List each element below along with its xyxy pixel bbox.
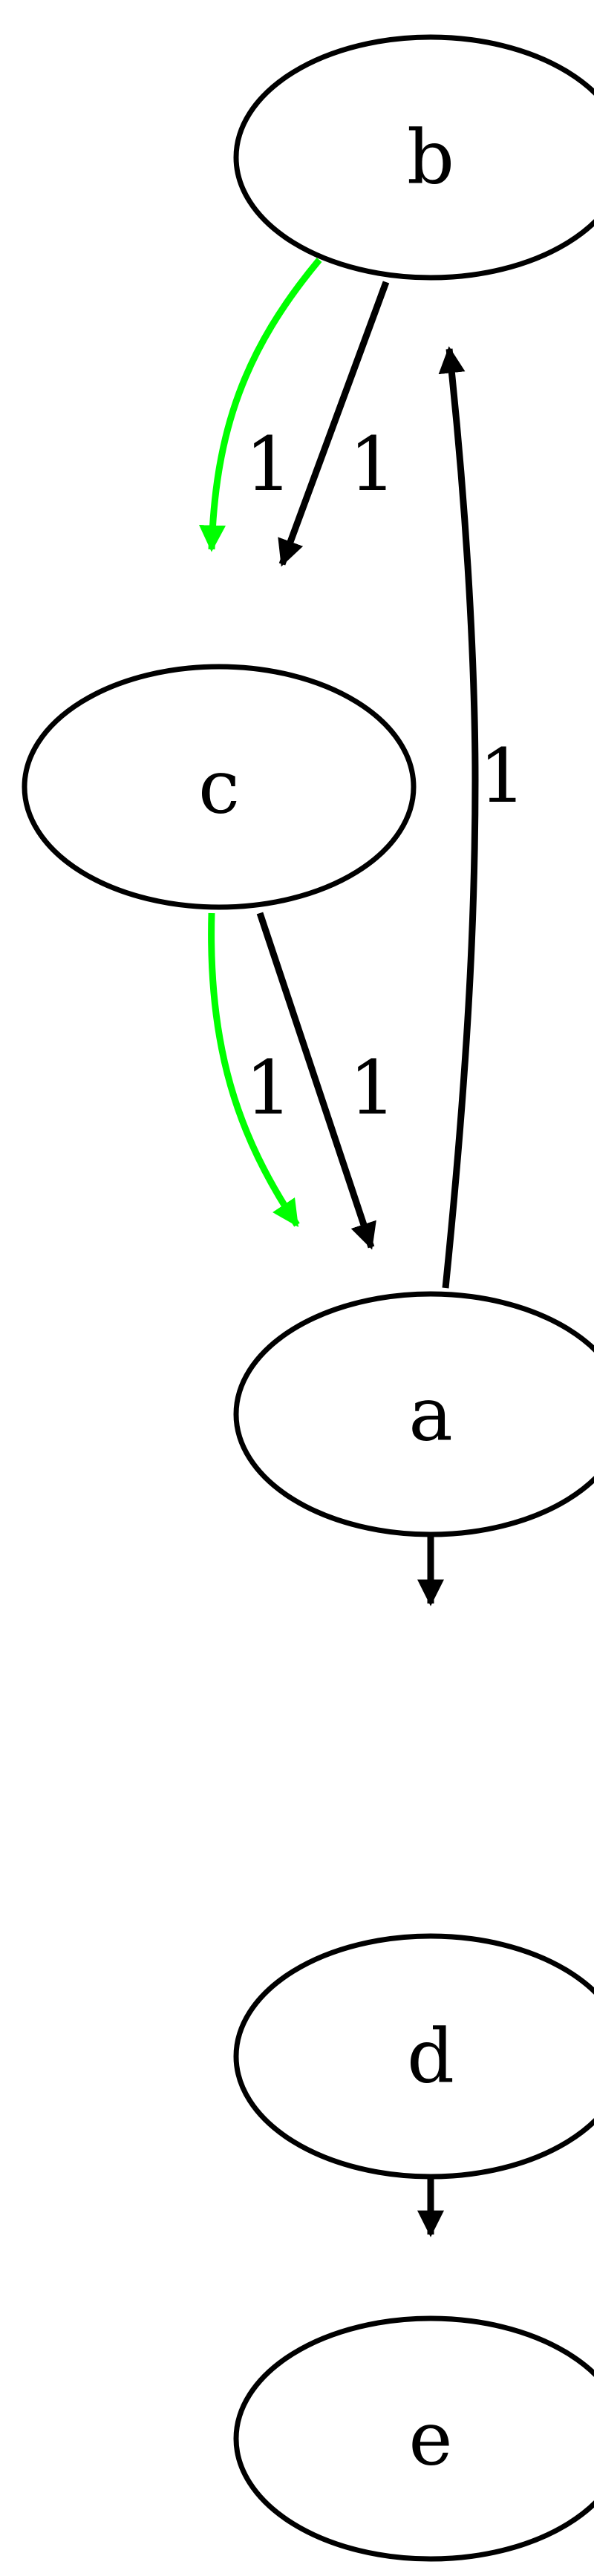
node-label-d: d xyxy=(407,2013,454,2100)
node-label-e: e xyxy=(408,2396,452,2482)
edge-label-b-c-black: 1 xyxy=(349,421,396,508)
node-c: c xyxy=(22,664,417,910)
node-label-a: a xyxy=(408,1371,453,1458)
edge-b-c-black xyxy=(278,281,390,567)
node-d: d xyxy=(233,1933,594,2180)
node-label-b: b xyxy=(407,114,454,201)
edge-label-a-b: 1 xyxy=(479,733,526,820)
node-label-c: c xyxy=(198,744,240,831)
edge-label-c-a-black: 1 xyxy=(349,1045,396,1131)
edge-label-b-c-green: 1 xyxy=(245,421,293,508)
edge-b-c-green xyxy=(199,258,322,552)
node-b: b xyxy=(233,34,594,281)
edge-label-c-a-green: 1 xyxy=(245,1045,293,1131)
node-e: e xyxy=(233,2315,594,2562)
node-a: a xyxy=(233,1291,594,1537)
edge-c-a-black xyxy=(256,912,376,1250)
edge-a-b xyxy=(438,346,479,1289)
edge-c-a-green xyxy=(208,912,300,1227)
